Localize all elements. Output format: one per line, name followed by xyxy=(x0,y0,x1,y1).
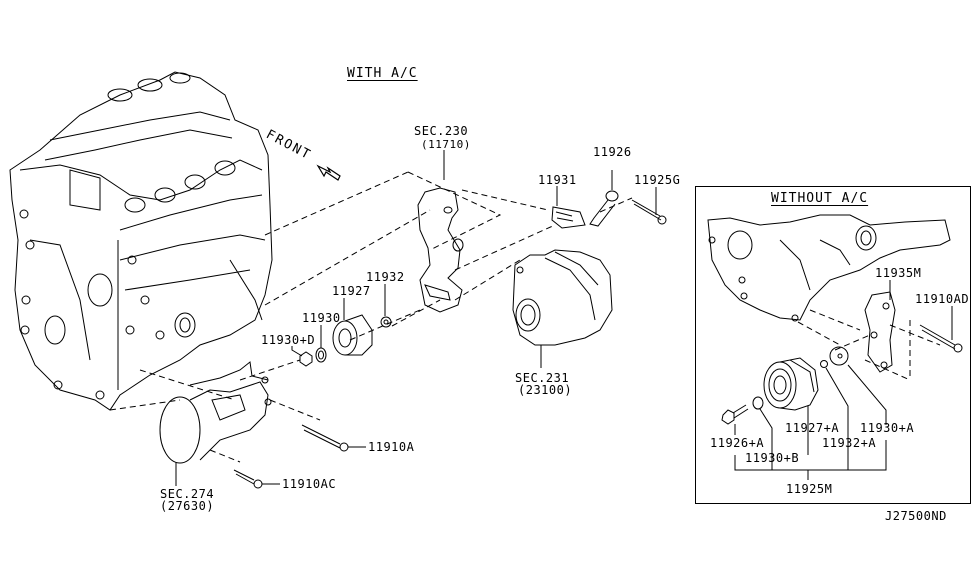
part-11926a-label[interactable]: 11926+A xyxy=(710,436,765,450)
part-11910ac-label[interactable]: 11910AC xyxy=(282,477,337,491)
front-arrow-icon xyxy=(316,164,341,181)
part-11932-label[interactable]: 11932 xyxy=(366,270,405,284)
part-11910ad-label[interactable]: 11910AD xyxy=(915,292,970,306)
part-11930-label[interactable]: 11930 xyxy=(302,311,341,325)
engine-mounting-bracket-illustration xyxy=(417,150,464,313)
bolt-11910ac-illustration xyxy=(233,469,280,489)
without-ac-heading: WITHOUT A/C xyxy=(771,191,869,206)
part-11930a-label[interactable]: 11930+A xyxy=(860,421,915,435)
washer-11930-illustration xyxy=(315,325,327,363)
bolt-11926-illustration xyxy=(589,170,619,227)
engine-block-illustration xyxy=(9,71,273,411)
part-11930d-label[interactable]: 11930+D xyxy=(261,333,316,347)
bolt-11910a-illustration xyxy=(301,424,366,452)
part-11927a-label[interactable]: 11927+A xyxy=(785,421,840,435)
figure-code-label: J27500ND xyxy=(885,509,947,523)
inset-bracket-11935m-illustration xyxy=(864,280,896,373)
sec-231-code: (23100) xyxy=(518,383,573,397)
inset-bolt-11910ad-illustration xyxy=(919,306,963,353)
part-11926-label[interactable]: 11926 xyxy=(593,145,632,159)
inset-nut-11932a-illustration xyxy=(820,360,849,455)
inset-assembly-bracket-lines xyxy=(734,440,887,480)
part-11930b-label[interactable]: 11930+B xyxy=(745,451,800,465)
bolt-11925g-illustration xyxy=(631,187,667,225)
sec-230-label[interactable]: SEC.230 xyxy=(414,124,469,138)
without-ac-inset-box xyxy=(695,186,971,504)
sec-231-label[interactable]: SEC.231 xyxy=(515,371,570,385)
part-11910a-label[interactable]: 11910A xyxy=(368,440,415,454)
part-11932a-label[interactable]: 11932+A xyxy=(822,436,877,450)
nut-11932-illustration xyxy=(380,284,392,328)
spacer-11931-illustration xyxy=(551,186,586,229)
part-11925m-label[interactable]: 11925M xyxy=(786,482,833,496)
inset-pulley-11927a-illustration xyxy=(763,357,819,455)
assembly-guide-lines xyxy=(109,171,633,463)
ac-compressor-illustration xyxy=(159,361,272,486)
part-11935m-label[interactable]: 11935M xyxy=(875,266,922,280)
inset-engine-illustration xyxy=(707,214,951,322)
with-ac-heading: WITH A/C xyxy=(347,66,418,81)
sec-274-label[interactable]: SEC.274 xyxy=(160,487,215,501)
idler-pulley-11927-illustration xyxy=(332,298,373,356)
part-11925g-label[interactable]: 11925G xyxy=(634,173,681,187)
inset-washer-11930b-illustration xyxy=(752,396,773,465)
sec-274-code: (27630) xyxy=(160,499,215,513)
inset-guide-lines xyxy=(797,309,941,381)
inset-bolt-11926a-illustration xyxy=(721,404,749,435)
part-11931-label[interactable]: 11931 xyxy=(538,173,577,187)
nut-11930d-illustration xyxy=(291,346,313,367)
part-11927-label[interactable]: 11927 xyxy=(332,284,371,298)
inset-washer-11930a-illustration xyxy=(829,346,887,425)
alternator-illustration xyxy=(512,249,613,368)
sec-230-code: (11710) xyxy=(421,138,471,151)
